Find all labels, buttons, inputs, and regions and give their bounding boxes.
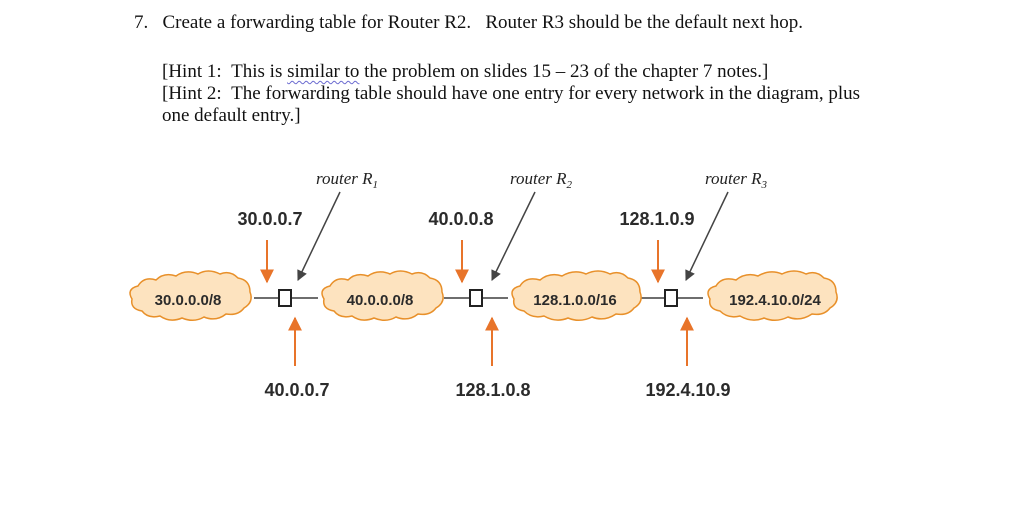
top-ip-3: 128.1.0.9 bbox=[619, 209, 694, 229]
question-text: 7. Create a forwarding table for Router … bbox=[134, 12, 804, 33]
bottom-arrows bbox=[288, 316, 694, 366]
network-cloud-2: 40.0.0.0/8 bbox=[321, 270, 444, 321]
network-cloud-3: 128.1.0.0/16 bbox=[511, 270, 642, 321]
hint-1-underlined: similar to bbox=[287, 61, 360, 82]
bottom-ip-2: 128.1.0.8 bbox=[455, 380, 530, 400]
network-label-1: 30.0.0.0/8 bbox=[155, 292, 222, 309]
router-box-1 bbox=[278, 289, 292, 307]
router-label-1: router R1 bbox=[316, 169, 378, 191]
router-box-3 bbox=[664, 289, 678, 307]
bottom-ip-1: 40.0.0.7 bbox=[264, 380, 329, 400]
network-label-4: 192.4.10.0/24 bbox=[729, 292, 821, 309]
hint-1-prefix: [Hint 1: This is bbox=[162, 61, 288, 82]
network-cloud-4: 192.4.10.0/24 bbox=[707, 270, 838, 321]
hint-1: [Hint 1: This is similar to the problem … bbox=[162, 61, 860, 83]
bottom-ip-3: 192.4.10.9 bbox=[645, 380, 730, 400]
hints-block: [Hint 1: This is similar to the problem … bbox=[162, 61, 860, 127]
router-label-3: router R3 bbox=[705, 169, 768, 191]
top-arrows bbox=[260, 240, 665, 284]
hint-2-line-2: one default entry.] bbox=[162, 105, 301, 126]
top-ip-1: 30.0.0.7 bbox=[237, 209, 302, 229]
hint-2-line-1: [Hint 2: The forwarding table should hav… bbox=[162, 83, 861, 104]
router-label-2: router R2 bbox=[510, 169, 573, 191]
top-ip-2: 40.0.0.8 bbox=[428, 209, 493, 229]
network-label-2: 40.0.0.0/8 bbox=[347, 292, 414, 309]
network-label-3: 128.1.0.0/16 bbox=[533, 292, 616, 309]
hint-1-suffix: the problem on slides 15 – 23 of the cha… bbox=[359, 61, 769, 82]
router-box-2 bbox=[469, 289, 483, 307]
router-pointers bbox=[297, 191, 729, 281]
network-cloud-1: 30.0.0.0/8 bbox=[129, 270, 252, 321]
